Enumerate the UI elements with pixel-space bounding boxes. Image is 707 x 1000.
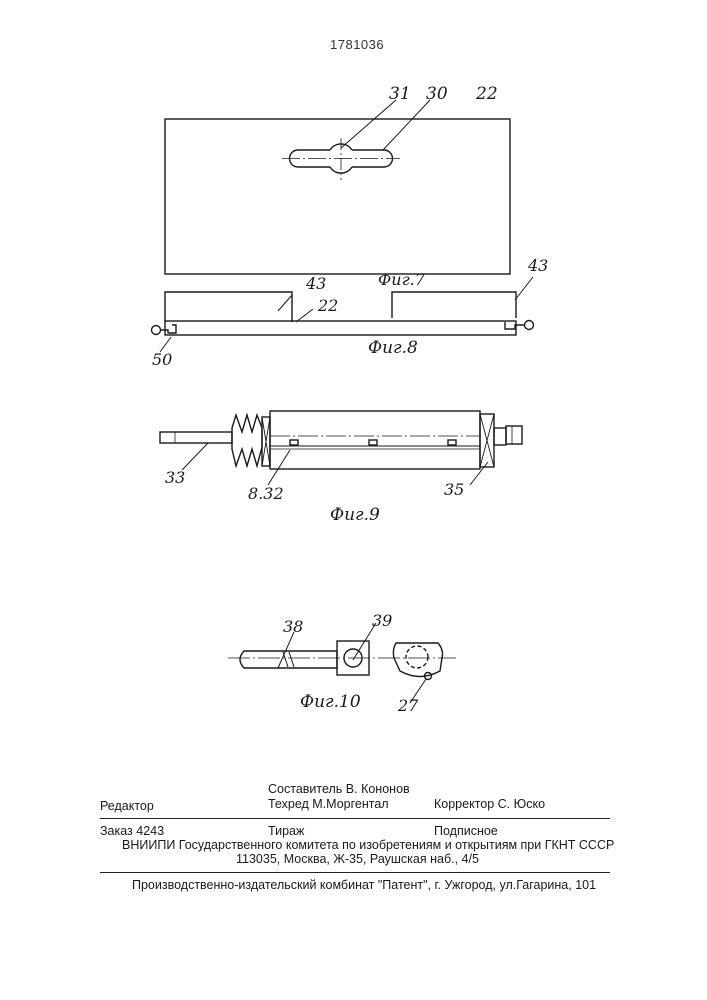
fig8-label-22: 22 (318, 296, 338, 315)
fig9-caption: Фиг.9 (330, 505, 380, 525)
fig7-label-31: 31 (389, 84, 411, 104)
fig7-caption: Фиг.7 (378, 270, 425, 289)
fig8-caption: Фиг.8 (368, 338, 418, 358)
fig8-label-43-left: 43 (306, 274, 326, 293)
imprint-divider-1 (100, 818, 610, 819)
imprint-address: 113035, Москва, Ж-35, Раушская наб., 4/5 (236, 852, 479, 866)
figure-7-plate (165, 100, 510, 274)
fig10-label-38: 38 (283, 617, 303, 636)
patent-number: 1781036 (330, 37, 384, 52)
imprint-publisher: Производственно-издательский комбинат "П… (132, 878, 596, 892)
fig9-label-35: 35 (444, 480, 464, 499)
imprint-compiler: Составитель В. Кононов (268, 782, 410, 796)
imprint-organization: ВНИИПИ Государственного комитета по изоб… (122, 838, 614, 852)
figure-10-parts (228, 623, 456, 703)
fig10-caption: Фиг.10 (300, 692, 361, 712)
imprint-divider-2 (100, 872, 610, 873)
fig8-label-50: 50 (152, 350, 172, 369)
figure-8-side-view (152, 277, 534, 352)
fig10-label-39: 39 (372, 611, 392, 630)
fig10-label-27: 27 (398, 696, 418, 715)
figure-9-roller (160, 411, 522, 485)
imprint-corrector: Корректор С. Юско (434, 797, 545, 811)
imprint-editor-label: Редактор (100, 799, 154, 813)
imprint-order: Заказ 4243 (100, 824, 164, 838)
imprint-subscription: Подписное (434, 824, 498, 838)
fig9-label-33: 33 (165, 468, 185, 487)
fig7-label-30: 30 (426, 84, 448, 104)
imprint-circulation: Тираж (268, 824, 304, 838)
fig9-label-8-32: 8.32 (248, 484, 284, 503)
fig8-label-43-right: 43 (528, 256, 548, 275)
fig7-label-22: 22 (476, 84, 498, 104)
imprint-techred: Техред М.Моргентал (268, 797, 389, 811)
